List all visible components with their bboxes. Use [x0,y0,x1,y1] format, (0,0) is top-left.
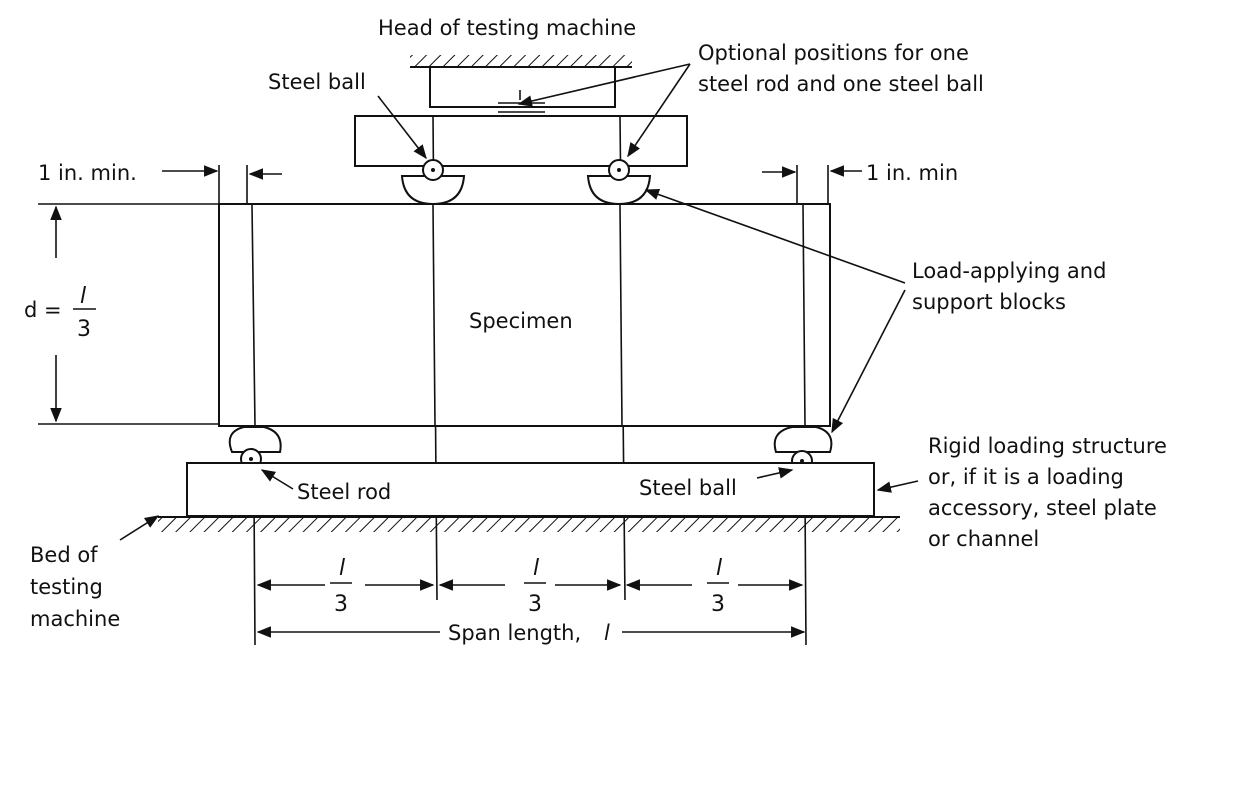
label-min-right: 1 in. min [866,161,958,185]
third-2-num: l [533,556,539,581]
third-3-den: 3 [711,592,725,617]
head-block [429,66,616,108]
label-optional-2: steel rod and one steel ball [698,72,984,96]
top-load-block-left [400,159,466,206]
third-fraction-2: l 3 [524,556,546,617]
label-optional-1: Optional positions for one [698,41,969,65]
upper-loading-bar [354,115,688,167]
label-bed-3: machine [30,607,120,631]
label-span: Span length, [448,621,581,645]
label-steel-rod: Steel rod [297,480,391,504]
label-rigid-4: or channel [928,527,1039,551]
third-1-num: l [339,556,345,581]
top-load-block-right [586,159,652,206]
label-rigid-3: accessory, steel plate [928,496,1157,520]
rigid-loading-structure [186,462,875,517]
label-blocks-2: support blocks [912,290,1066,314]
label-steel-ball-top: Steel ball [268,70,366,94]
label-blocks-1: Load-applying and [912,259,1106,283]
third-1-den: 3 [334,592,348,617]
third-3-num: l [716,556,722,581]
label-steel-ball-bottom: Steel ball [639,476,737,500]
label-span-symbol: l [604,621,610,645]
bed-hatching [158,518,900,532]
label-rigid-1: Rigid loading structure [928,434,1167,458]
leader-lines [119,63,919,541]
label-depth-lhs: d = [24,298,62,322]
third-2-den: 3 [528,592,542,617]
label-bed-2: testing [30,575,103,599]
depth-frac-den: 3 [77,317,91,342]
head-hatching [410,55,632,67]
label-specimen: Specimen [469,309,573,333]
specimen-body [218,203,831,427]
depth-dimension [38,203,219,425]
label-head: Head of testing machine [378,16,636,40]
label-rigid-2: or, if it is a loading [928,465,1124,489]
label-min-left: 1 in. min. [38,161,137,185]
machine-bed [158,516,900,532]
depth-frac-num: l [80,284,86,309]
machine-head [410,55,632,108]
third-fraction-3: l 3 [707,556,729,617]
third-fraction-1: l 3 [330,556,352,617]
label-bed-1: Bed of [30,543,98,567]
